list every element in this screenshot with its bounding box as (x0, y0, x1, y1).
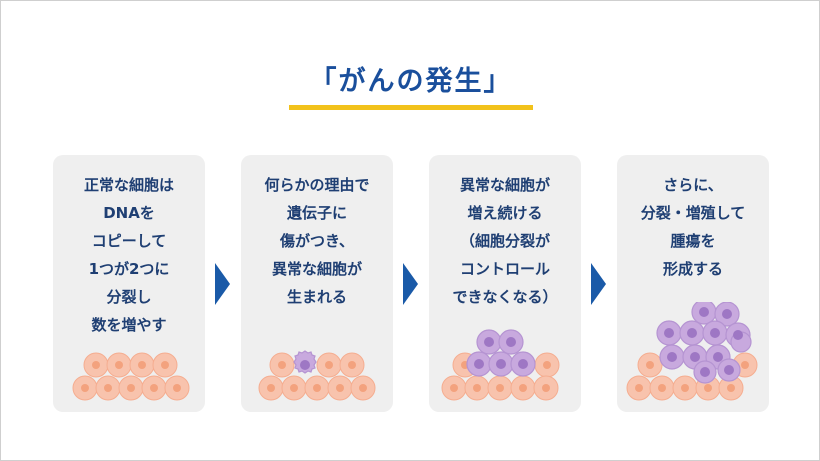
step-3-text: 異常な細胞が 増え続ける （細胞分裂が コントロール できなくなる） (452, 176, 558, 306)
cell-cluster-normal (72, 352, 190, 401)
cell-cluster-growing (441, 329, 560, 401)
step-card-4: さらに、 分裂・増殖して 腫瘍を 形成する (617, 155, 769, 412)
title-underline (289, 105, 533, 110)
step-card-3: 異常な細胞が 増え続ける （細胞分裂が コントロール できなくなる） (429, 155, 581, 412)
step-card-1: 正常な細胞は DNAを コピーして 1つが2つに 分裂し 数を増やす (53, 155, 205, 412)
step-arrow-3 (591, 263, 606, 305)
step-arrow-1 (215, 263, 230, 305)
step-4-text: さらに、 分裂・増殖して 腫瘍を 形成する (640, 176, 746, 278)
cell-cluster-one-abnormal (258, 350, 376, 401)
step-arrow-2 (403, 263, 418, 305)
step-card-2: 何らかの理由で 遺伝子に 傷がつき、 異常な細胞が 生まれる (241, 155, 393, 412)
diagram-title: 「がんの発生」 (309, 66, 513, 97)
cell-cluster-tumor (626, 302, 758, 401)
step-1-text: 正常な細胞は DNAを コピーして 1つが2つに 分裂し 数を増やす (83, 176, 174, 334)
step-2-text: 何らかの理由で 遺伝子に 傷がつき、 異常な細胞が 生まれる (264, 176, 370, 306)
